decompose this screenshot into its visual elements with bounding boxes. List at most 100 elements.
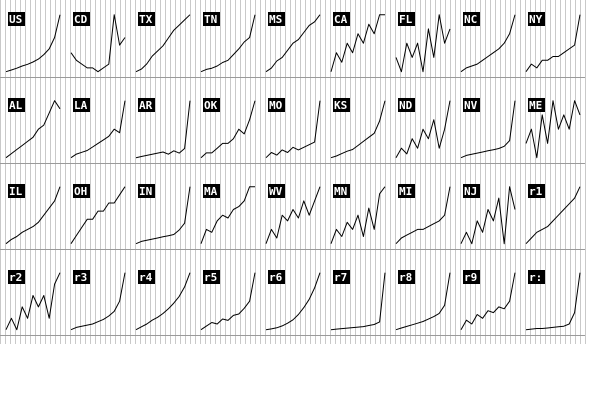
panel-label: NV [464, 99, 478, 112]
panel-TN: TN [200, 12, 256, 73]
panel-tag-bg [73, 98, 90, 112]
panel-r9: r9 [460, 270, 516, 330]
sparkline-IN [135, 186, 191, 245]
sparkline-NC [460, 14, 516, 73]
sparkline-OH [70, 186, 126, 244]
panel-label: r8 [399, 271, 412, 284]
panel-label: LA [74, 99, 88, 112]
panel-label: r3 [74, 271, 87, 284]
sparkline-ND [395, 100, 451, 158]
panel-label: CA [334, 13, 348, 26]
panel-tag-bg [463, 270, 480, 284]
panel-label: r4 [139, 271, 153, 284]
panel-r8: r8 [395, 270, 451, 331]
sparkline-MA [200, 186, 255, 244]
sparkline-KS [330, 100, 386, 159]
panel-label: ND [399, 99, 413, 112]
panel-label: WV [269, 185, 283, 198]
panel-NV: NV [460, 98, 516, 159]
sparkline-CA [330, 14, 385, 72]
panel-MS: MS [265, 12, 321, 73]
panel-tag-bg [463, 98, 480, 112]
panel-label: FL [399, 13, 413, 26]
sparkline-NY [525, 14, 581, 72]
panel-tag-bg [138, 12, 155, 26]
panel-label: AL [9, 99, 23, 112]
panel-tag-bg [8, 98, 25, 112]
panel-label: MN [334, 185, 347, 198]
panel-tag-bg [528, 270, 545, 284]
sparkline-NJ [460, 186, 516, 245]
panel-tag-bg [138, 98, 155, 112]
panel-r:: r: [525, 270, 581, 331]
panel-r7: r7 [330, 270, 386, 331]
panel-NJ: NJ [460, 184, 516, 245]
panel-LA: LA [70, 98, 126, 159]
panel-tag-bg [528, 98, 545, 112]
panel-US: US [5, 12, 61, 73]
sparkline-TN [200, 14, 256, 73]
panel-tag-bg [8, 270, 25, 284]
panel-tag-bg [8, 12, 25, 26]
panel-tag-bg [268, 12, 285, 26]
panel-MA: MA [200, 184, 255, 244]
sparkline-MN [330, 186, 386, 244]
panel-label: NY [529, 13, 543, 26]
panel-tag-bg [203, 12, 220, 26]
panel-tag-bg [73, 12, 90, 26]
panel-label: r9 [464, 271, 477, 284]
panel-tag-bg [268, 98, 285, 112]
panel-MO: MO [265, 98, 321, 159]
panel-label: ME [529, 99, 542, 112]
panel-tag-bg [333, 12, 350, 26]
sparkline-r1 [525, 186, 581, 245]
panel-label: MS [269, 13, 282, 26]
panel-label: r5 [204, 271, 217, 284]
panel-label: OK [204, 99, 218, 112]
sparkline-r6 [265, 272, 321, 331]
panel-r3: r3 [70, 270, 126, 331]
panel-tag-bg [333, 98, 350, 112]
panel-ME: ME [525, 98, 581, 159]
panel-r1: r1 [525, 184, 581, 245]
panel-AR: AR [135, 98, 191, 159]
panel-TX: TX [135, 12, 191, 73]
panel-CA: CA [330, 12, 385, 72]
panel-label: r7 [334, 271, 347, 284]
panel-tag-bg [528, 12, 545, 26]
panel-label: NJ [464, 185, 477, 198]
panel-tag-bg [463, 12, 480, 26]
sparkline-NV [460, 100, 516, 159]
panel-tag-bg [203, 98, 220, 112]
panel-label: MA [204, 185, 218, 198]
panel-tag-bg [333, 184, 350, 198]
panel-tag-bg [398, 98, 415, 112]
panel-tag-bg [73, 270, 90, 284]
sparkline-r4 [135, 272, 191, 331]
sparkline-MI [395, 186, 451, 245]
panel-tag-bg [203, 270, 220, 284]
panel-label: OH [74, 185, 87, 198]
panel-r4: r4 [135, 270, 191, 331]
sparkline-FL [395, 14, 451, 73]
panel-AL: AL [5, 98, 61, 159]
sparkline-r7 [330, 272, 386, 331]
panel-tag-bg [463, 184, 480, 198]
panel-tag-bg [268, 270, 285, 284]
panel-KS: KS [330, 98, 386, 159]
row-separators [0, 77, 585, 336]
panel-IN: IN [135, 184, 191, 245]
panel-OH: OH [70, 184, 126, 244]
panel-IL: IL [5, 184, 61, 245]
sparkline-r8 [395, 272, 451, 331]
sparkline-r5 [200, 272, 256, 331]
panel-label: US [9, 13, 22, 26]
panel-r6: r6 [265, 270, 321, 331]
panel-tag-bg [138, 270, 155, 284]
sparkline-WV [265, 186, 321, 244]
panel-WV: WV [265, 184, 321, 244]
panel-tag-bg [268, 184, 285, 198]
panel-tag-bg [8, 184, 25, 198]
